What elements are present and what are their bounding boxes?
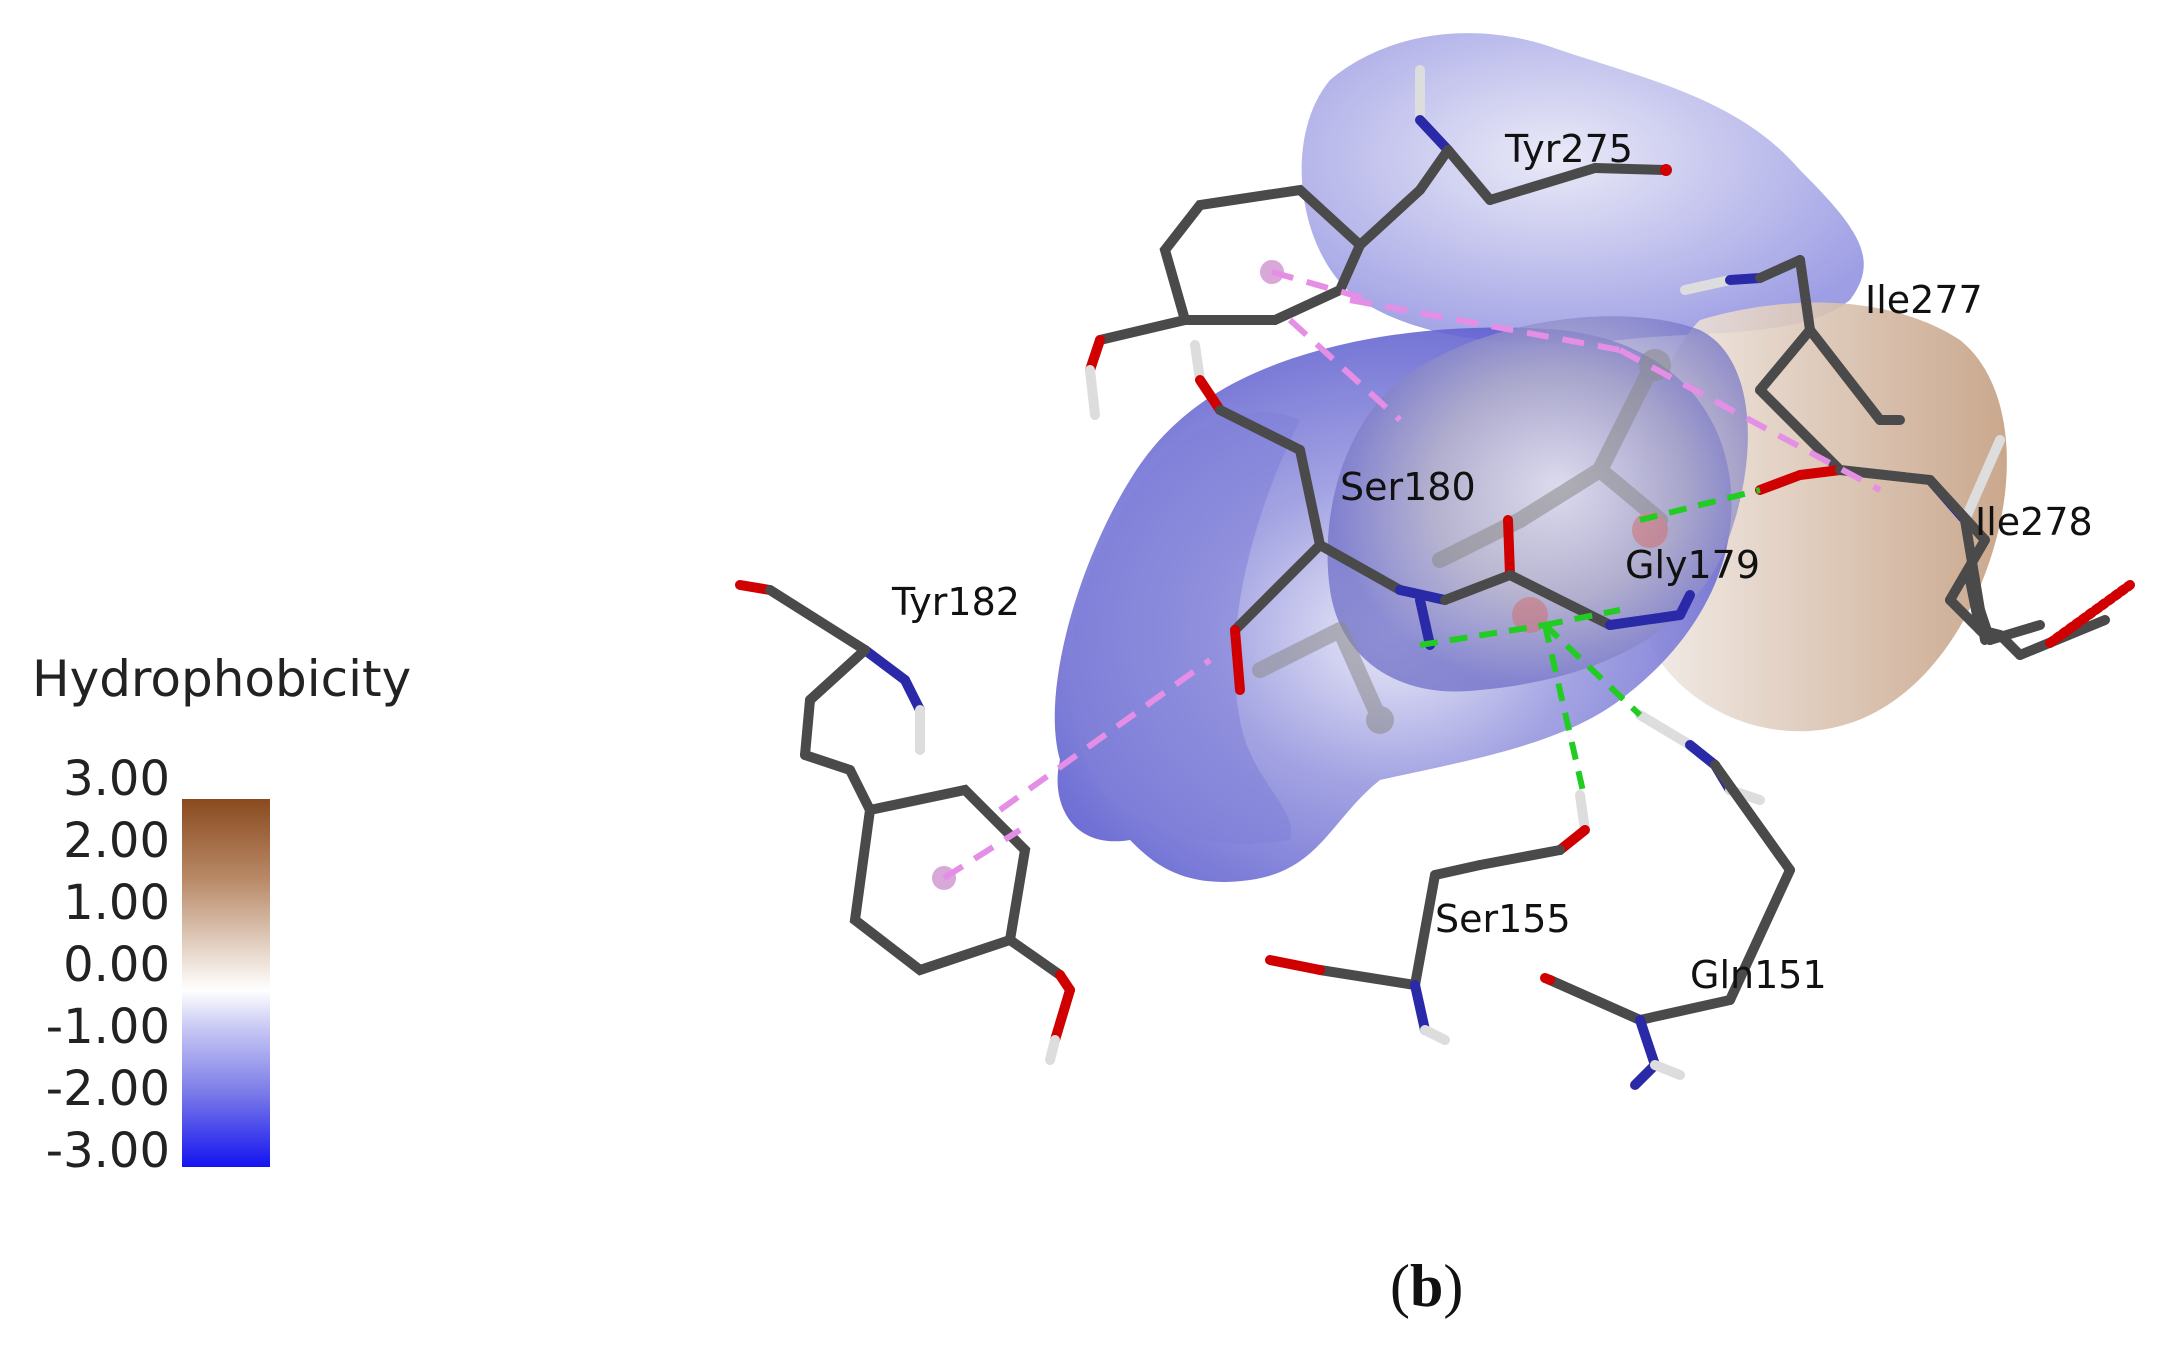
hydrophobicity-colorbar bbox=[182, 799, 270, 1167]
pi-interactions bbox=[942, 269, 1882, 881]
surface-upper-lobe bbox=[1301, 33, 1864, 344]
atom-oxygen bbox=[1660, 164, 1672, 176]
legend-tick: 2.00 bbox=[63, 813, 170, 869]
residue-ile277-ile278-sticks bbox=[1680, 255, 2135, 660]
panel-close-paren: ) bbox=[1443, 1253, 1464, 1319]
legend-tick: -3.00 bbox=[45, 1123, 170, 1179]
residue-ser180-sticks bbox=[1190, 340, 1695, 695]
residue-ser155-sticks bbox=[1265, 790, 1590, 1045]
panel-label: (b) bbox=[1390, 1252, 1463, 1321]
legend-tick: -1.00 bbox=[45, 999, 170, 1055]
label-tyr275: Tyr275 bbox=[1504, 127, 1633, 171]
label-gly179: Gly179 bbox=[1625, 543, 1760, 587]
residue-tyr275-sticks bbox=[1085, 65, 1670, 420]
label-ser180: Ser180 bbox=[1340, 465, 1476, 509]
legend-tick: 3.00 bbox=[63, 751, 170, 807]
hydrogen-bonds bbox=[1419, 487, 1761, 801]
surface-left-shell bbox=[1070, 412, 1300, 844]
legend-title: Hydrophobicity bbox=[32, 650, 412, 708]
legend-tick: 0.00 bbox=[63, 937, 170, 993]
label-gln151: Gln151 bbox=[1690, 953, 1827, 997]
panel-letter: b bbox=[1409, 1253, 1444, 1319]
legend-tick: -2.00 bbox=[45, 1061, 170, 1117]
legend-tick: 1.00 bbox=[63, 875, 170, 931]
residue-gln151-sticks bbox=[1540, 710, 1795, 1090]
panel-open-paren: ( bbox=[1390, 1253, 1410, 1319]
label-ile277: Ile277 bbox=[1865, 278, 1983, 322]
label-ile278: Ile278 bbox=[1975, 500, 2093, 544]
residue-tyr182-sticks bbox=[735, 580, 1075, 1065]
label-ser155: Ser155 bbox=[1435, 897, 1571, 941]
label-tyr182: Tyr182 bbox=[891, 580, 1020, 624]
